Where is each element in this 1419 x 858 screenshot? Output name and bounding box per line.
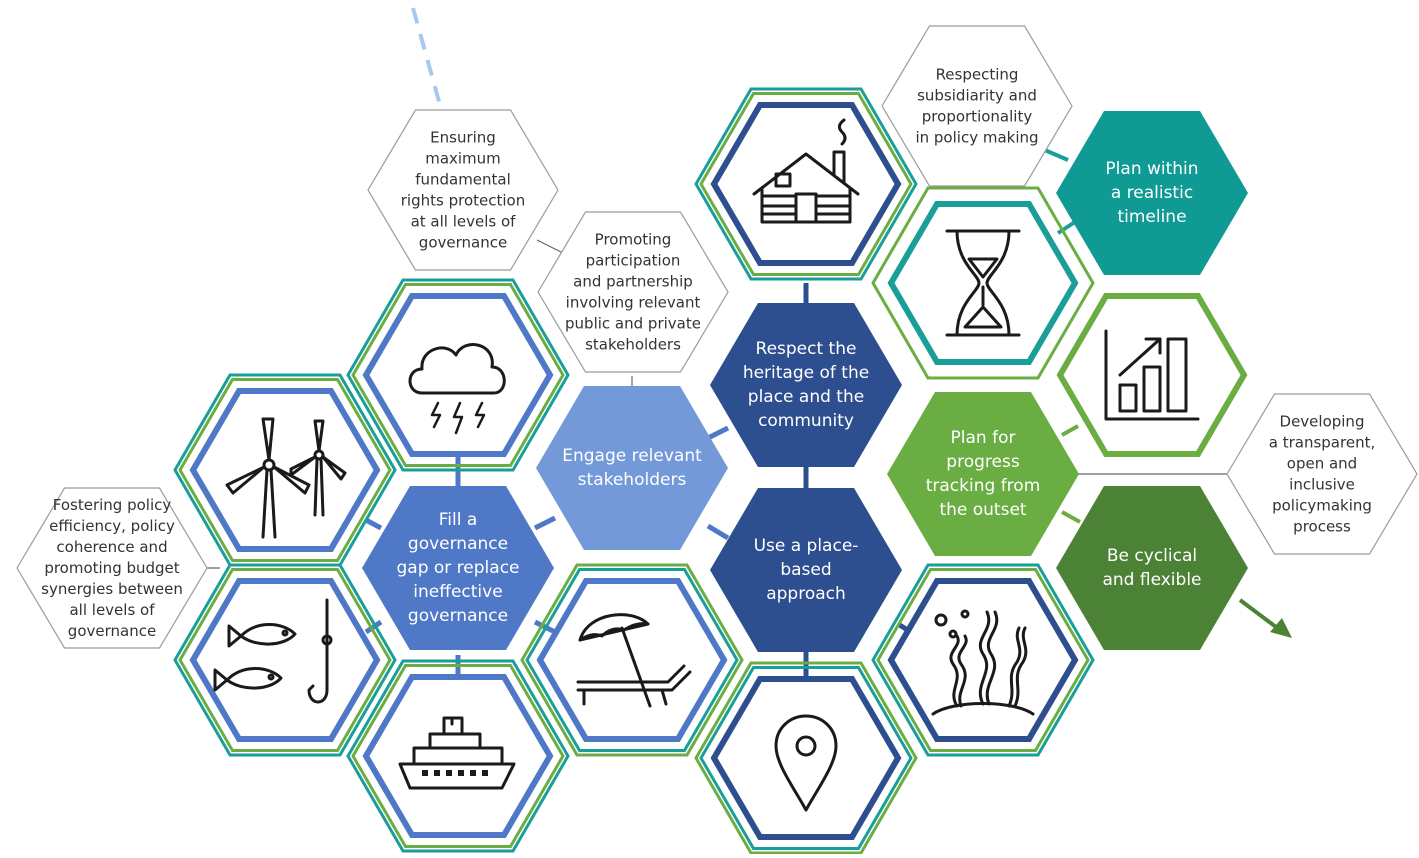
- hex-chart-frame: [1056, 293, 1248, 457]
- cyclical-arrow: [1238, 598, 1292, 638]
- hex-fish-frame: [189, 578, 381, 742]
- hex-cabin-frame: [710, 102, 902, 266]
- hex-seaweed-frame: [887, 578, 1079, 742]
- hex-cloud-ring: [351, 283, 565, 467]
- connector-lines-green: [1061, 424, 1081, 524]
- enabler-hex-transparency: [1226, 393, 1418, 555]
- hex-respect-heritage: [710, 303, 902, 467]
- hex-pin-frame: [710, 676, 902, 840]
- fish-hook-icon: [213, 598, 333, 704]
- hex-progress-tracking: [887, 392, 1079, 556]
- bar-chart-growth-icon: [1104, 329, 1200, 421]
- enabler-hex-efficiency: [16, 487, 208, 649]
- cruise-ship-icon: [398, 716, 516, 790]
- hex-engage-stakeholders: [536, 386, 728, 550]
- hex-hourglass-ring: [871, 186, 1095, 380]
- hex-wind-ring: [178, 378, 392, 562]
- enabler-hex-subsidiarity: [881, 25, 1073, 187]
- hex-realistic-timeline: [1056, 111, 1248, 275]
- enabler-hex-participation: [537, 211, 729, 373]
- hex-cloud-frame: [362, 293, 554, 457]
- cloud-storm-icon: [408, 343, 506, 435]
- location-pin-icon: [774, 714, 838, 812]
- hex-cyclical: [1056, 486, 1248, 650]
- hex-beach-ring: [520, 563, 744, 757]
- enabler-hex-fundamental_rights: [367, 109, 559, 271]
- hex-wind-frame: [189, 388, 381, 552]
- hex-hourglass-frame: [887, 201, 1079, 365]
- hex-cloud-ring: [346, 278, 570, 472]
- dashed-pointer-line: [411, 7, 442, 106]
- hex-place-based: [710, 488, 902, 652]
- hex-beach-ring: [525, 568, 739, 752]
- connector-lines-left: [364, 425, 730, 680]
- hex-pin-ring: [699, 666, 913, 850]
- hex-seaweed-ring: [871, 563, 1095, 757]
- hex-fish-ring: [178, 568, 392, 752]
- beach-lounger-icon: [576, 613, 692, 708]
- seaweed-icon: [931, 609, 1035, 716]
- hex-ship-frame: [362, 674, 554, 838]
- hex-pin-ring: [694, 661, 918, 855]
- hex-seaweed-ring: [876, 568, 1090, 752]
- hourglass-icon: [945, 229, 1021, 337]
- hex-cabin-ring: [699, 92, 913, 276]
- hex-ship-ring: [346, 659, 570, 853]
- hex-cabin-ring: [694, 87, 918, 281]
- hex-fish-ring: [173, 563, 397, 757]
- hex-ship-ring: [351, 664, 565, 848]
- wind-turbine-icon: [225, 417, 347, 539]
- hex-fill-gap: [362, 486, 554, 650]
- cabin-icon: [752, 118, 860, 224]
